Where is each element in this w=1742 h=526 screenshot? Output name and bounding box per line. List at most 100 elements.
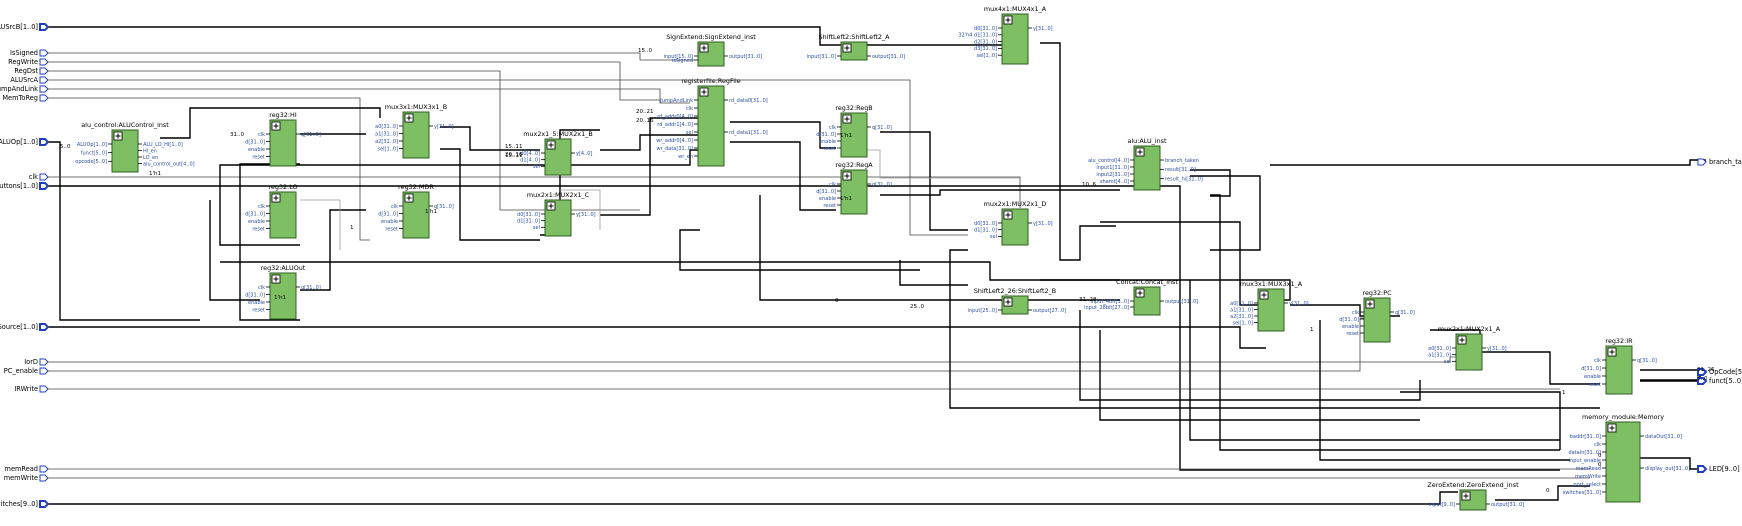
output-port-label: q[31..0] <box>872 182 892 188</box>
constant-label: 15..0 <box>638 48 652 54</box>
input-port-label: d[31..0] <box>245 292 265 298</box>
output-port-label: q[31..0] <box>872 125 892 131</box>
output-port-label: output[31..0] <box>1491 502 1524 508</box>
input-port-label: memWrite <box>1575 474 1601 480</box>
input-pin: RegWrite <box>8 58 49 66</box>
input-port-label: a0[31..0] <box>375 124 398 130</box>
block-title: mux2x1:MUX2x1_D <box>984 200 1047 208</box>
block-title: reg32:HI <box>269 111 297 119</box>
block-mux5b: mux2x1_5:MUX2x1_Bd0[4..0]d1[4..0]sely[4.… <box>520 130 593 176</box>
constant-label: 25..0 <box>910 304 924 310</box>
block-title: mux2x1_5:MUX2x1_B <box>523 130 592 138</box>
input-port-label: clk <box>258 285 265 291</box>
input-port-label: reset <box>823 146 836 152</box>
output-pin: OpCode[5..0] <box>1697 368 1742 376</box>
input-pin: clk <box>29 173 49 181</box>
output-pin: funct[5..0] <box>1697 377 1742 385</box>
constant-label: 1 <box>350 225 354 231</box>
input-pin-label: JumpAndLink <box>0 85 38 93</box>
block-mux4a: mux4x1:MUX4x1_Ad0[31..0]32'h4 d1[31..0]d… <box>958 5 1053 65</box>
block-title: ShiftLeft2:ShiftLeft2_A <box>819 33 891 41</box>
constant-label: 15..11 <box>505 153 523 159</box>
input-pin-shape <box>39 23 50 31</box>
output-port-label: q[31..0] <box>301 132 321 138</box>
block-title: mux3x1:MUX3x1_B <box>385 103 447 111</box>
input-pin: ALUOp[1..0] <box>0 138 50 146</box>
input-port-label: a0[31..0] <box>1428 346 1451 352</box>
input-pin-label: IorD <box>24 358 38 366</box>
input-pin: PC_enable <box>4 367 49 375</box>
input-port-label: d[31..0] <box>378 211 398 217</box>
input-port-label: enable <box>819 139 836 145</box>
input-pin-label: clk <box>29 173 38 181</box>
input-pin-label: MemToReg <box>2 94 38 102</box>
constant-label: 5..0 <box>60 144 71 150</box>
output-pin-label: funct[5..0] <box>1709 377 1742 385</box>
block-title: mux2x1:MUX2x1_C <box>527 191 590 199</box>
input-port-label: alu_control[4..0] <box>1088 158 1129 164</box>
output-port-label: output[27..0] <box>1033 308 1066 314</box>
block-title: reg32:LO <box>268 183 297 191</box>
output-port-label: y[31..0] <box>1033 26 1053 32</box>
block-title: mux2x1:MUX2x1_A <box>1438 325 1501 333</box>
blocks-layer: alu_control:ALUControl_instALUOp[1..0]fu… <box>75 5 1690 511</box>
output-pin-shape <box>1697 377 1708 385</box>
block-shl226b: ShiftLeft2_26:ShiftLeft2_Binput[25..0]ou… <box>968 287 1066 315</box>
output-pin-label: OpCode[5..0] <box>1709 368 1742 376</box>
input-pin-label: PCSource[1..0] <box>0 323 38 331</box>
input-port-label: d0[31..0] <box>517 212 540 218</box>
block-title: alu:ALU_inst <box>1127 137 1167 145</box>
input-pin-label: switches[9..0] <box>0 500 38 508</box>
output-port-label: y[31..0] <box>1289 301 1309 307</box>
input-port-label: isSigned <box>672 58 693 64</box>
input-port-label: shamt[4..0] <box>1100 179 1129 185</box>
input-port-label: wr_addr0[4..0] <box>656 138 693 144</box>
input-port-label: memRead <box>1576 466 1601 472</box>
input-port-label: sel <box>533 225 540 231</box>
block-title: SignExtend:SignExtend_inst <box>666 33 756 41</box>
input-port-label: d1[31..0] <box>974 227 997 233</box>
input-port-label: clk <box>686 106 693 112</box>
block-body <box>269 119 297 167</box>
input-pin-label: IRWrite <box>14 385 38 393</box>
input-port-label: d[31..0] <box>1339 317 1359 323</box>
input-pin-shape <box>39 182 50 190</box>
input-port-label: reset <box>1588 382 1601 388</box>
input-port-label: clk <box>258 204 265 210</box>
block-memory: memory_module:Memorybaddr[31..0]clkdataI… <box>1563 413 1690 503</box>
input-port-label: clk <box>1594 442 1601 448</box>
input-pin: PCSource[1..0] <box>0 323 50 331</box>
output-port-label: output[31..0] <box>872 54 905 60</box>
constant-label: 31..0 <box>230 132 244 138</box>
input-port-label: sel <box>533 164 540 170</box>
block-body <box>840 169 868 215</box>
input-pin-label: PC_enable <box>4 367 38 375</box>
constant-label: 15..11 <box>505 144 523 150</box>
block-signext: SignExtend:SignExtend_instinput[15..0]is… <box>664 33 762 67</box>
input-port-label: d1[31..0] <box>517 218 540 224</box>
block-shl2a: ShiftLeft2:ShiftLeft2_Ainput[31..0]outpu… <box>807 33 905 61</box>
input-port-label: a1[31..0] <box>1230 307 1253 313</box>
output-port-label: display_out[31..0] <box>1645 466 1690 472</box>
input-port-label: enable <box>248 219 265 225</box>
input-pin: ALUSrcB[1..0] <box>0 23 50 31</box>
input-port-label: d[31..0] <box>816 189 836 195</box>
input-port-label: sel <box>686 130 693 136</box>
output-pin: branch_taken <box>1697 158 1742 166</box>
output-port-label: q[31..0] <box>1395 310 1415 316</box>
input-port-label: a0[31..0] <box>1230 301 1253 307</box>
input-pin-label: ALUOp[1..0] <box>0 138 38 146</box>
output-port-label: y[31..0] <box>1487 346 1507 352</box>
input-port-label: a2[31..0] <box>1230 314 1253 320</box>
constant-label: 0 <box>835 298 839 304</box>
constant-label: 20..21 <box>636 109 654 115</box>
block-body <box>1605 421 1641 503</box>
input-port-label: input1[31..0] <box>1096 165 1129 171</box>
output-port-label: LO_en <box>143 155 158 161</box>
constant-label: 31..28 <box>1079 297 1097 303</box>
output-port-label: y[4..0] <box>576 151 592 157</box>
